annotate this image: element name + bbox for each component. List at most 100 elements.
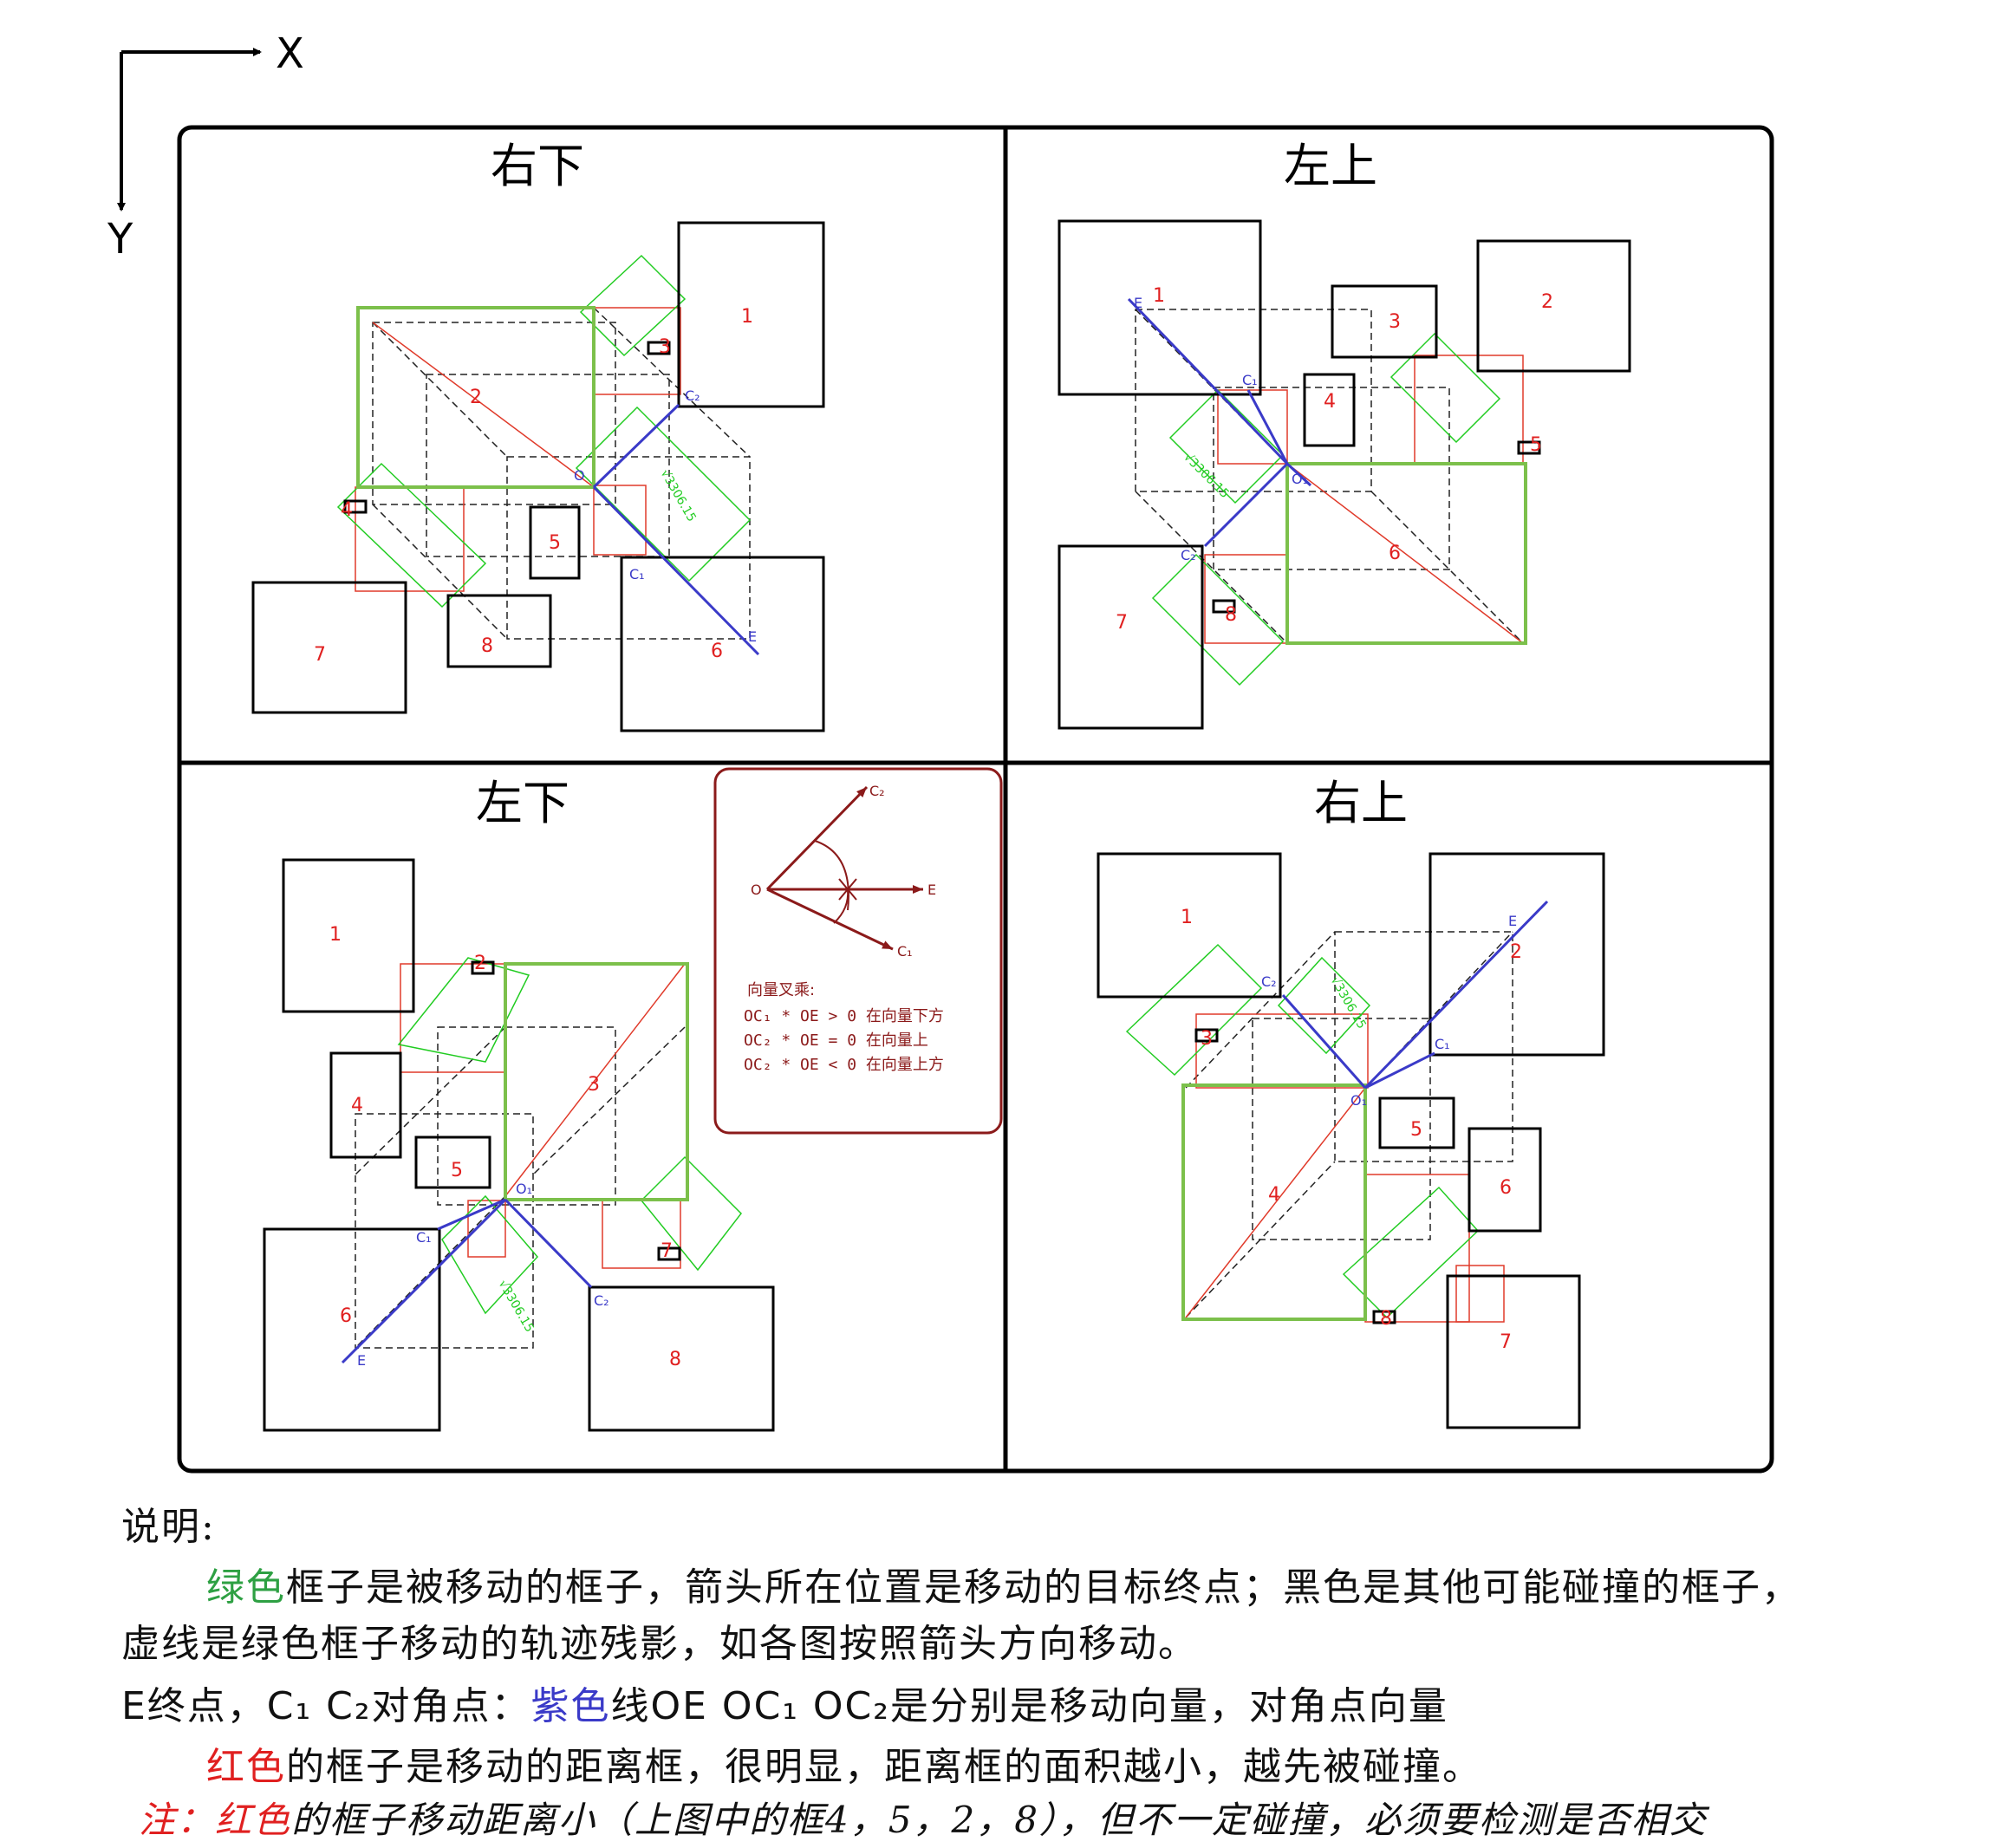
inset-vectors [765,785,923,951]
svg-text:2: 2 [1510,941,1522,963]
notes-line-2: 虚线是绿色框子移动的轨迹残影，如各图按照箭头方向移动。 [121,1622,1198,1666]
vectors [592,403,760,656]
box-3 [1194,1028,1219,1043]
svg-text:4: 4 [1324,391,1336,413]
notes-line-4-text: 的框子是移动的距离框，很明显，距离框的面积越小，越先被碰撞。 [286,1745,1482,1789]
quadrant-title: 右上 [1314,776,1408,830]
svg-text:3: 3 [1201,1028,1213,1050]
moving-box-6 [1285,462,1527,645]
svg-text:2: 2 [1541,291,1553,313]
box-8 [1212,599,1236,614]
notes-line-4: 红色的框子是移动的距离框，很明显，距离框的面积越小，越先被碰撞。 [206,1735,1482,1791]
svg-text:3: 3 [588,1074,600,1096]
box-7 [1058,544,1204,730]
svg-text:1: 1 [329,924,342,946]
svg-text:1: 1 [1181,907,1193,928]
svg-text:7: 7 [314,644,326,666]
vector-oc2 [504,1198,593,1289]
svg-text:C₁: C₁ [416,1229,432,1246]
svg-text:C₂: C₂ [1181,547,1196,563]
svg-text:7: 7 [661,1240,673,1262]
svg-text:C₂: C₂ [685,387,700,404]
svg-text:C₁: C₁ [629,566,645,582]
obstacle-boxes [251,221,825,732]
svg-text:C₁: C₁ [897,943,913,960]
svg-text:OC₂ * OE < 0 在向量上方: OC₂ * OE < 0 在向量上方 [744,1056,944,1074]
vectors [1127,297,1312,548]
box-1 [282,858,415,1013]
svg-text:E: E [927,882,936,898]
inset-point-labels: O E C₁ C₂ [751,783,936,960]
vector-oc1 [1364,1051,1435,1090]
box-2 [1476,239,1631,373]
svg-text:1: 1 [741,306,753,328]
svg-text:O₁: O₁ [1292,471,1308,487]
svg-text:6: 6 [1500,1177,1512,1199]
svg-text:E: E [1508,913,1517,929]
svg-text:O: O [751,882,762,898]
svg-text:8: 8 [1225,604,1237,626]
box-7 [657,1246,681,1261]
vector-oe [1127,297,1289,465]
vector-oc2 [1281,994,1367,1089]
box-6 [1468,1127,1542,1233]
vector-oc2 [1203,462,1289,548]
svg-text:8: 8 [481,635,493,657]
vector-oe [592,485,760,656]
box-labels: 1 2 3 4 5 6 7 8 [329,924,681,1370]
notes-line-1-text: 框子是被移动的框子，箭头所在位置是移动的目标终点；黑色是其他可能碰撞的框子， [286,1565,1801,1610]
svg-text:4: 4 [341,499,353,521]
box-5 [414,1135,491,1189]
notes-line-3: E终点，C₁ C₂对角点：紫色线OE OC₁ OC₂是分别是移动向量，对角点向量 [121,1675,1448,1730]
quadrant-frame [177,125,1774,1474]
axis-indicator [117,48,262,211]
box-6 [620,556,825,732]
quadrant-bottom-right-move: 右下 √3306.15 [251,139,825,732]
svg-text:C₁: C₁ [1242,372,1258,388]
obstacle-boxes [263,858,775,1432]
box-labels: 1 2 3 4 5 6 7 8 [314,306,753,666]
svg-text:3: 3 [659,336,671,358]
dimension-lines [1125,943,1480,1319]
svg-text:1: 1 [1153,285,1165,307]
dimension-label: √3306.15 [658,467,699,524]
point-labels: O₁ C₁ C₂ E [357,1181,609,1369]
obstacle-boxes [1058,219,1631,730]
box-7 [1446,1274,1581,1429]
svg-text:C₁: C₁ [1435,1036,1450,1052]
svg-text:5: 5 [1410,1119,1422,1141]
quadrant-bottom-left-move: 左下 √3306.15 [263,776,775,1432]
svg-text:7: 7 [1500,1331,1512,1353]
svg-text:6: 6 [711,641,723,662]
box-3 [1331,284,1438,359]
svg-text:6: 6 [340,1305,352,1327]
svg-text:C₂: C₂ [594,1292,609,1309]
green-term: 绿色 [206,1565,286,1610]
box-2 [471,960,495,975]
box-1 [1097,852,1282,999]
svg-text:8: 8 [1380,1308,1392,1330]
svg-text:O₁: O₁ [1350,1092,1367,1109]
svg-text:2: 2 [470,387,482,408]
svg-text:O₁: O₁ [516,1181,532,1197]
box-labels: 1 2 3 4 5 6 7 8 [1181,907,1522,1353]
point-labels: O C₁ C₂ E [574,387,757,645]
point-labels: O₁ C₁ C₂ E [1261,913,1517,1109]
box-8 [588,1285,775,1432]
box-4 [343,499,368,514]
moving-box-4 [1181,1083,1367,1321]
vector-oc1 [437,1198,506,1231]
obstacle-boxes [1097,852,1605,1429]
vector-oe [1363,900,1549,1090]
inset-heading: 向量叉乘: [747,981,815,999]
box-4 [1303,373,1356,447]
svg-text:4: 4 [1268,1184,1280,1206]
box-8 [446,594,552,668]
box-1 [677,221,825,408]
box-labels: 1 2 3 4 5 6 7 8 [1116,285,1553,634]
trail-ghosts [355,1026,686,1349]
box-7 [251,581,407,714]
notes-line-5: 注：红色的框子移动距离小（上图中的框4，5，2，8），但不一定碰撞，必须要检测是… [139,1791,1708,1844]
inset-rules: OC₁ * OE > 0 在向量下方 OC₂ * OE = 0 在向量上 OC₂… [744,1007,944,1074]
